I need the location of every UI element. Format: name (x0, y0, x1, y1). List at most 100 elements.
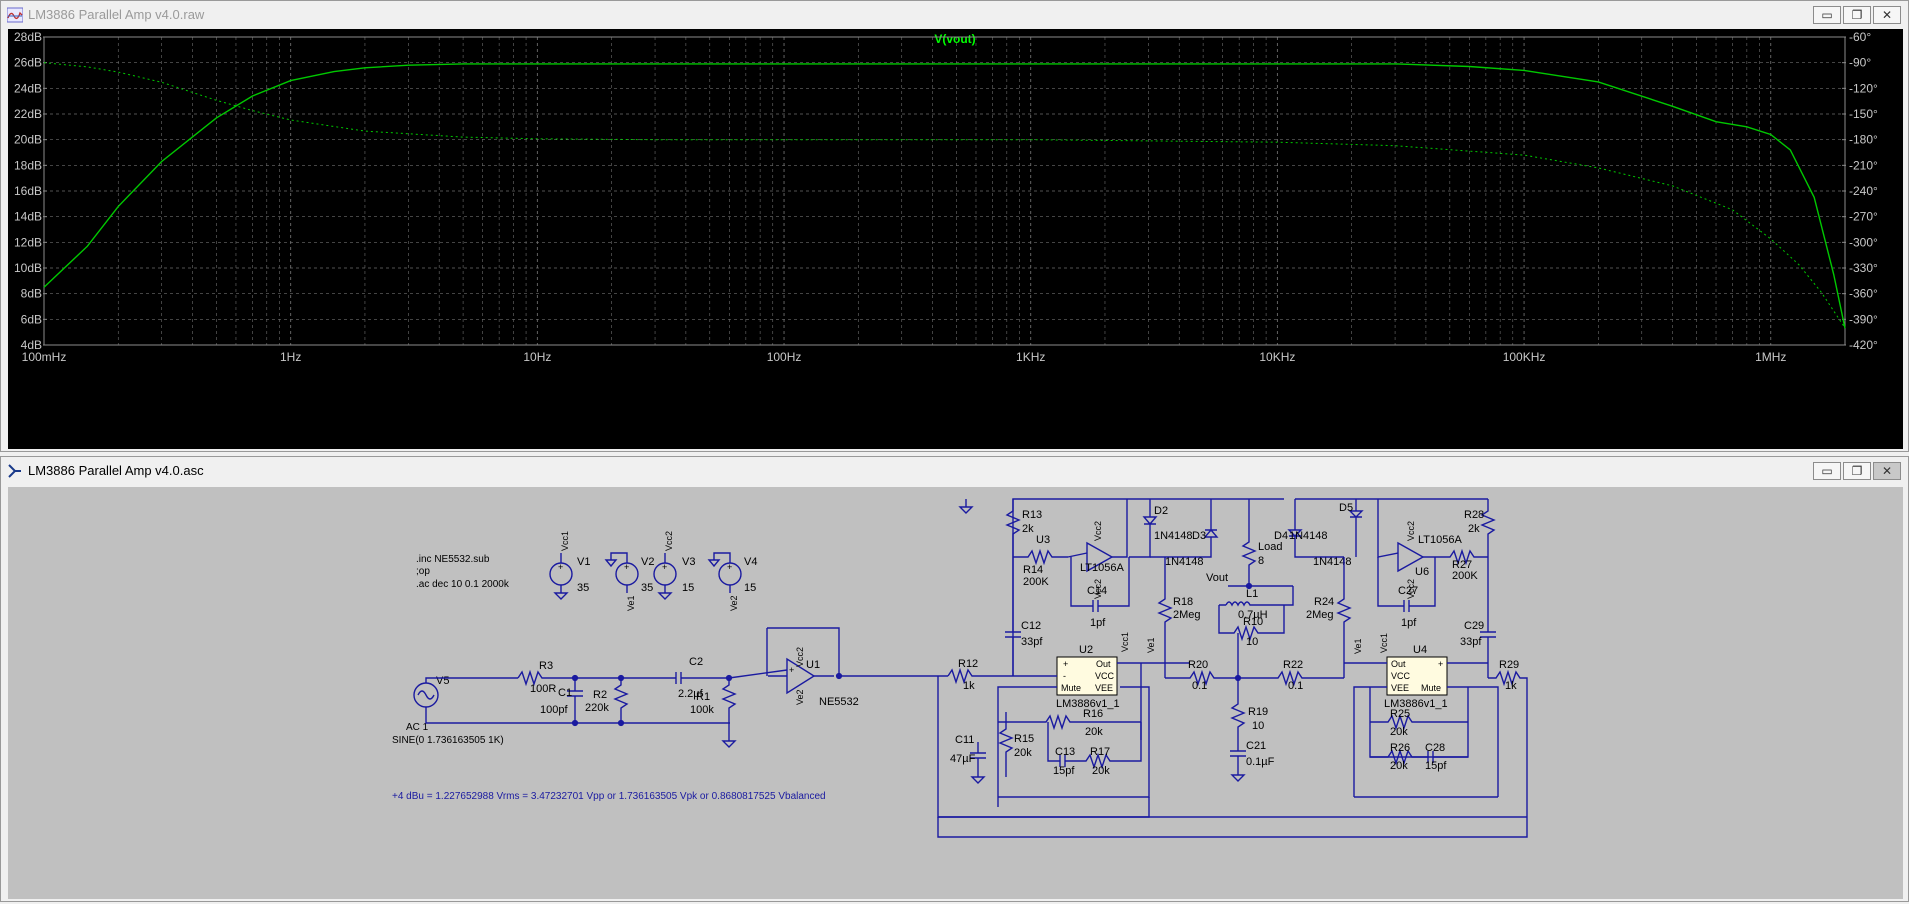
svg-text:+: + (662, 562, 667, 572)
schematic-canvas[interactable]: .inc NE5532.sub ;op .ac dec 10 0.1 2000k… (8, 487, 1903, 899)
x-tick-label: 1KHz (1016, 350, 1045, 364)
source-sine: SINE(0 1.736163505 1K) (392, 735, 504, 746)
pin-label: VCC (1095, 671, 1115, 681)
value-label: LT1056A (1418, 534, 1462, 546)
value-label: LM3886v1_1 (1384, 698, 1448, 710)
source-value: 15 (744, 582, 756, 594)
net-label[interactable]: Vout (1206, 572, 1228, 584)
svg-text:+: + (624, 562, 629, 572)
phase-trace (43, 62, 1846, 329)
y-left-tick-label: 6dB (21, 312, 42, 326)
value-label: 1pf (1401, 617, 1417, 629)
net-label: Ve2 (795, 689, 805, 705)
value-label: 2k (1468, 523, 1480, 535)
value-label: 47µF (950, 753, 976, 765)
restore-button[interactable]: ❐ (1843, 6, 1871, 24)
value-label: 20k (1092, 765, 1110, 777)
ref-label: R26 (1390, 742, 1410, 754)
schematic-app-icon (8, 464, 21, 478)
spice-directive[interactable]: .ac dec 10 0.1 2000k (416, 579, 510, 590)
minimize-button[interactable]: ▭ (1813, 6, 1841, 24)
net-label: Vcc1 (560, 531, 570, 551)
y-left-tick-label: 26dB (14, 56, 42, 70)
y-right-tick-label: -330° (1849, 261, 1878, 275)
value-label: 1N4148 (1313, 556, 1352, 568)
y-left-tick-label: 22dB (14, 107, 42, 121)
pin-label: - (1063, 671, 1066, 681)
plot-window-titlebar[interactable]: LM3886 Parallel Amp v4.0.raw ▭ ❐ ✕ (1, 1, 1908, 29)
net-label: Vcc2 (1406, 521, 1416, 541)
power-stage-right[interactable]: D4 1N4148 D5 1N4148 R24 2Meg U6 LT1056A … (937, 498, 1528, 838)
value-label: 1k (963, 680, 975, 692)
ref-label: D3 (1192, 530, 1206, 542)
value-label: NE5532 (819, 696, 859, 708)
ref-label: C14 (1087, 585, 1107, 597)
minimize-button[interactable]: ▭ (1813, 462, 1841, 480)
close-icon: ✕ (1881, 8, 1893, 22)
ref-label: D4 (1274, 530, 1288, 542)
source-value: 15 (682, 582, 694, 594)
ref-label: C21 (1246, 740, 1266, 752)
x-tick-label: 100Hz (767, 350, 802, 364)
schematic-drawing[interactable]: .inc NE5532.sub ;op .ac dec 10 0.1 2000k… (8, 487, 1903, 899)
value-label: 1N4148 (1154, 530, 1193, 542)
value-label: 2k (1022, 523, 1034, 535)
value-label: 200K (1023, 576, 1049, 588)
value-label: 33pf (1460, 636, 1482, 648)
ref-label: C11 (955, 734, 974, 746)
ref-label: D5 (1339, 502, 1353, 514)
value-label: 0.1µF (1246, 756, 1275, 768)
close-button[interactable]: ✕ (1873, 462, 1901, 480)
value-label: 2Meg (1306, 609, 1334, 621)
y-left-tick-label: 12dB (14, 235, 42, 249)
x-tick-label: 100mHz (22, 350, 67, 364)
svg-text:+: + (789, 665, 794, 675)
x-tick-label: 10KHz (1259, 350, 1295, 364)
spice-directive[interactable]: ;op (416, 566, 430, 577)
output-load[interactable]: R20 0.1 Load 8 Vout L1 0.7µH R10 10 R19 … (1165, 499, 1344, 782)
pin-label: VEE (1391, 683, 1409, 693)
value-label: 1N4148 (1165, 556, 1204, 568)
pin-label: Out (1096, 659, 1111, 669)
plot-window-title: LM3886 Parallel Amp v4.0.raw (28, 7, 205, 22)
source-value: 35 (577, 582, 589, 594)
y-right-tick-label: -270° (1849, 210, 1878, 224)
spice-directive[interactable]: .inc NE5532.sub (416, 554, 490, 565)
input-stage[interactable]: V5 AC 1 SINE(0 1.736163505 1K) R3 100R C… (392, 627, 859, 748)
ref-label: C29 (1464, 620, 1484, 632)
y-right-tick-label: -210° (1849, 158, 1878, 172)
supply-sources[interactable]: + V1 35 Vcc1 + V2 35 Ve1 + V3 15 Vcc2 + … (549, 531, 757, 611)
ref-label: R29 (1499, 659, 1519, 671)
ref-label: U2 (1079, 644, 1093, 656)
left-axis-ticks: 28dB26dB24dB22dB20dB18dB16dB14dB12dB10dB… (14, 30, 47, 352)
net-label: Vcc2 (795, 647, 805, 667)
comment-note[interactable]: +4 dBu = 1.227652988 Vrms = 3.47232701 V… (392, 791, 826, 802)
y-left-tick-label: 8dB (21, 287, 42, 301)
power-stage-left[interactable]: R12 1k R13 2k U3 R14 200K LT1056A Vcc2 V… (839, 498, 1527, 818)
value-label: 2.2µf (678, 688, 704, 700)
pin-label: Out (1391, 659, 1406, 669)
minimize-icon: ▭ (1821, 8, 1833, 22)
close-button[interactable]: ✕ (1873, 6, 1901, 24)
magnitude-trace (43, 63, 1846, 329)
ref-label: U4 (1413, 644, 1427, 656)
y-right-tick-label: -150° (1849, 107, 1878, 121)
ref-label: C27 (1398, 585, 1418, 597)
value-label: 200K (1452, 570, 1478, 582)
schematic-window-titlebar[interactable]: LM3886 Parallel Amp v4.0.asc ▭ ❐ ✕ (1, 457, 1908, 485)
trace-label-vout[interactable]: V(vout) (934, 32, 975, 46)
y-left-tick-label: 16dB (14, 184, 42, 198)
y-left-tick-label: 24dB (14, 81, 42, 95)
x-tick-label: 10Hz (523, 350, 551, 364)
y-right-tick-label: -240° (1849, 184, 1878, 198)
net-label: Vcc2 (1406, 579, 1416, 599)
value-label: 20k (1390, 726, 1408, 738)
restore-button[interactable]: ❐ (1843, 462, 1871, 480)
ref-label: R3 (539, 660, 553, 672)
value-label: 220k (585, 702, 609, 714)
pin-label: + (1063, 659, 1068, 669)
source-label: V1 (577, 556, 590, 568)
value-label: 33pf (1021, 636, 1043, 648)
value-label: LM3886v1_1 (1056, 698, 1120, 710)
